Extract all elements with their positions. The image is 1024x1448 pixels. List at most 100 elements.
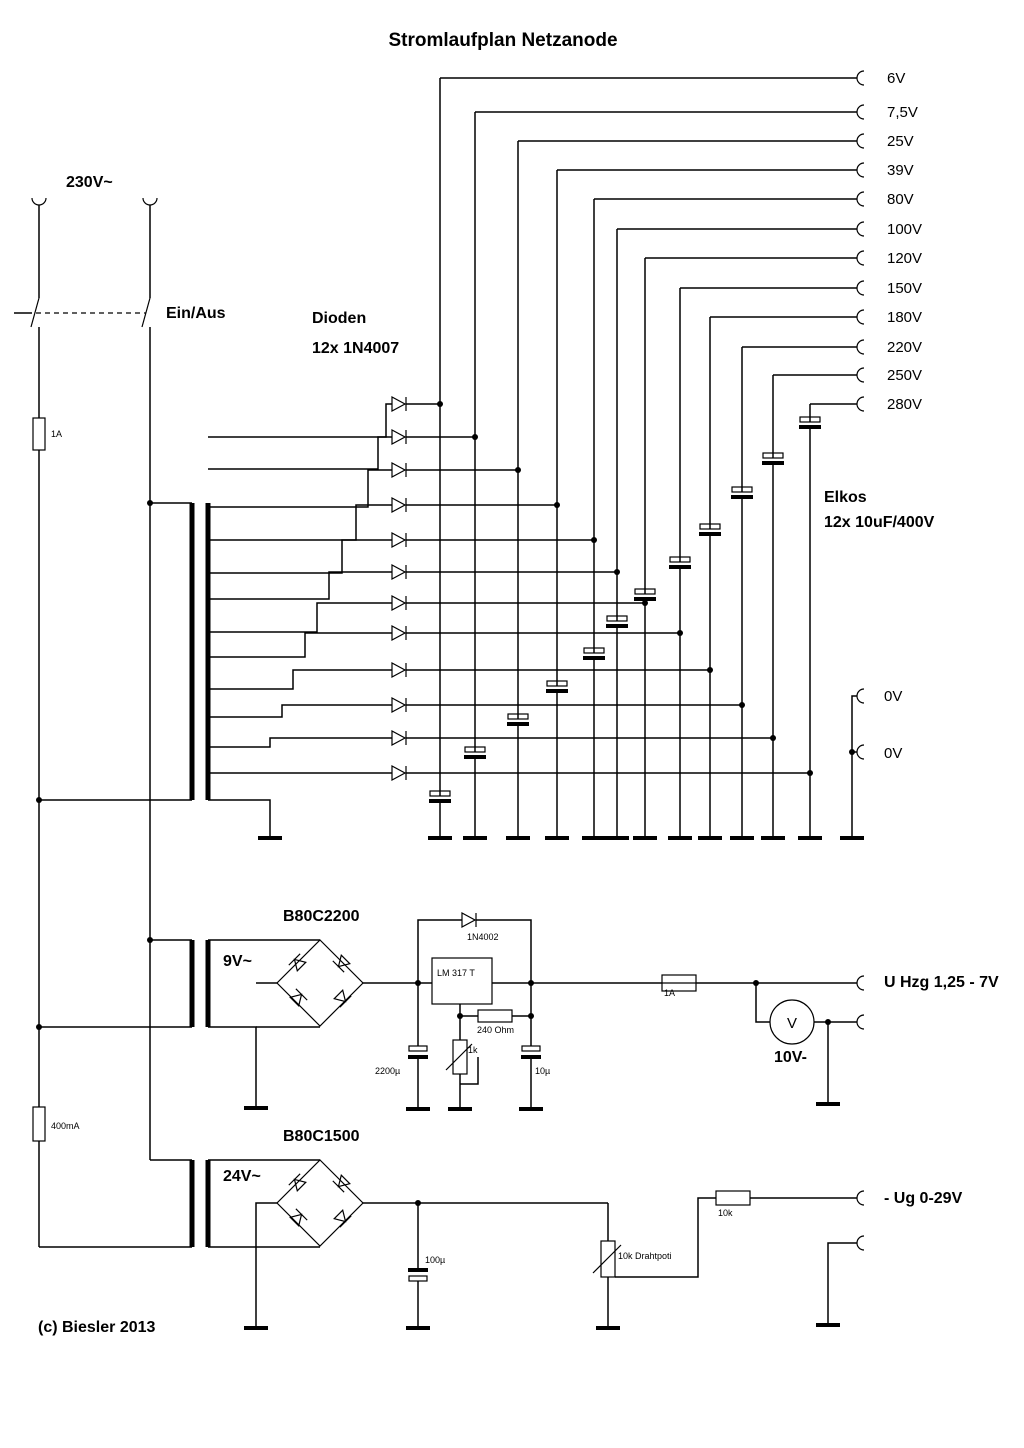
diode-symbol	[391, 496, 407, 514]
output-socket	[856, 367, 865, 383]
heater-output-label: U Hzg 1,25 - 7V	[884, 974, 999, 991]
junction	[554, 502, 560, 508]
diode-symbol	[391, 594, 407, 612]
heater-resistor-label: 240 Ohm	[477, 1025, 514, 1035]
rectifier-ladder: 6V 7,5V 25V 39V 80V 100V 120V 150V 180V 220V 250V 2…	[208, 70, 922, 840]
elko-positive-plate	[546, 680, 568, 687]
heater-bridge-label: B80C2200	[283, 908, 360, 925]
diagram-title: Stromlaufplan Netzanode	[388, 30, 617, 51]
tap-wire	[208, 602, 392, 633]
grid-resistor-label: 10k	[718, 1208, 733, 1218]
output-socket	[856, 396, 865, 412]
output-label-12: 280V	[887, 396, 922, 413]
zero-output-2: 0V	[884, 745, 902, 762]
output-label-4: 39V	[887, 162, 914, 179]
output-label-8: 150V	[887, 280, 922, 297]
output-label-3: 25V	[887, 133, 914, 150]
elko-positive-plate	[606, 615, 628, 622]
heater-diode-label: 1N4002	[467, 932, 499, 942]
elko-positive-plate	[429, 790, 451, 797]
junction	[437, 401, 443, 407]
output-label-2: 7,5V	[887, 104, 918, 121]
diode-symbol	[391, 624, 407, 642]
heater-fuse-label: 1A	[664, 988, 675, 998]
diode-symbol	[391, 764, 407, 782]
tap-wire	[208, 403, 392, 438]
output-socket	[856, 133, 865, 149]
junction	[472, 434, 478, 440]
junction	[849, 749, 855, 755]
tap-wire	[208, 436, 392, 470]
output-socket	[856, 191, 865, 207]
junction	[770, 735, 776, 741]
elko-positive-plate	[799, 416, 821, 423]
diode-symbol	[391, 661, 407, 679]
output-socket	[856, 339, 865, 355]
output-label-9: 180V	[887, 309, 922, 326]
tap-wire	[208, 539, 392, 574]
elko-positive-plate	[464, 746, 486, 753]
heater-regulator-label: LM 317 T	[437, 968, 475, 978]
elko-positive-plate	[507, 713, 529, 720]
junction	[707, 667, 713, 673]
elko-positive-plate	[583, 647, 605, 654]
junction	[614, 569, 620, 575]
diode-symbol	[391, 531, 407, 549]
tap-wire	[208, 469, 392, 508]
output-socket	[856, 70, 865, 86]
heater-cap-in-label: 2200µ	[375, 1066, 400, 1076]
output-socket	[856, 104, 865, 120]
grid-pot-label: 10k Drahtpoti	[618, 1251, 672, 1261]
output-label-1: 6V	[887, 70, 905, 87]
meter-symbol: V	[787, 1015, 797, 1032]
tap-wire	[208, 632, 392, 658]
switch-label: Ein/Aus	[166, 305, 226, 322]
diodes-label: Dioden	[312, 310, 366, 327]
elko-positive-plate	[762, 452, 784, 459]
heater-voltage-label: 9V~	[223, 953, 252, 970]
diode-symbol	[391, 395, 407, 413]
output-socket	[856, 162, 865, 178]
junction	[677, 630, 683, 636]
elko-positive-plate	[731, 486, 753, 493]
junction	[591, 537, 597, 543]
elko-positive-plate	[699, 523, 721, 530]
heater-cap-out-label: 10µ	[535, 1066, 550, 1076]
mains-label: 230V~	[66, 174, 113, 191]
copyright-label: (c) Biesler 2013	[38, 1319, 156, 1336]
fuse-main-label: 1A	[51, 429, 62, 439]
output-label-6: 100V	[887, 221, 922, 238]
elko-positive-plate	[669, 556, 691, 563]
diode-symbol	[391, 729, 407, 747]
tap-wire	[208, 571, 392, 600]
grid-output-label: - Ug 0-29V	[884, 1190, 963, 1207]
junction	[739, 702, 745, 708]
grid-voltage-label: 24V~	[223, 1168, 261, 1185]
elko-positive-plate	[634, 588, 656, 595]
output-socket	[856, 309, 865, 325]
caps-label: Elkos	[824, 489, 867, 506]
junction	[807, 770, 813, 776]
output-label-10: 220V	[887, 339, 922, 356]
output-label-11: 250V	[887, 367, 922, 384]
grid-bridge-label: B80C1500	[283, 1128, 360, 1145]
diode-symbol	[391, 696, 407, 714]
heater-pot-label: 1k	[468, 1045, 478, 1055]
tap-wire	[208, 669, 392, 690]
caps-spec: 12x 10uF/400V	[824, 514, 935, 531]
output-socket	[856, 250, 865, 266]
output-label-5: 80V	[887, 191, 914, 208]
tap-wire	[208, 737, 392, 748]
diode-symbol	[391, 428, 407, 446]
tap-wire	[208, 704, 392, 718]
junction	[642, 600, 648, 606]
tap-wire	[208, 504, 392, 541]
junction	[515, 467, 521, 473]
output-socket	[856, 280, 865, 296]
zero-output-1: 0V	[884, 688, 902, 705]
output-label-7: 120V	[887, 250, 922, 267]
grid-cap-label: 100µ	[425, 1255, 445, 1265]
output-socket	[856, 221, 865, 237]
meter-label: 10V-	[774, 1049, 807, 1066]
